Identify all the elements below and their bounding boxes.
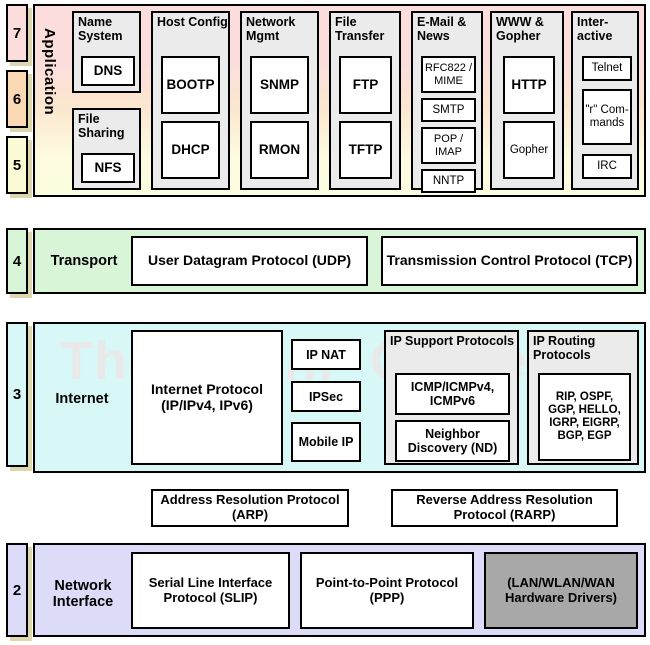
protocol-http-label: HTTP <box>511 77 547 93</box>
protocol-snmp[interactable]: SNMP <box>250 56 309 114</box>
layer-number-5-label: 5 <box>12 156 22 174</box>
protocol-r-commands[interactable]: "r" Com-mands <box>582 89 632 145</box>
app-group-interactive: Inter-active Telnet "r" Com-mands IRC <box>571 11 639 190</box>
layer-number-3-label: 3 <box>12 386 22 403</box>
layer-number-3: 3 <box>6 322 28 467</box>
protocol-pop-imap[interactable]: POP / IMAP <box>421 127 476 164</box>
layer-number-2: 2 <box>6 543 28 637</box>
app-group-file-transfer: File Transfer FTP TFTP <box>329 11 401 190</box>
app-group-host-config-title: Host Config <box>157 15 228 29</box>
app-group-email-news-title: E-Mail & News <box>417 15 467 43</box>
protocol-smtp[interactable]: SMTP <box>421 98 476 122</box>
protocol-dns[interactable]: DNS <box>81 56 135 86</box>
protocol-icmp[interactable]: ICMP/ICMPv4, ICMPv6 <box>395 373 510 415</box>
app-group-www-gopher-title: WWW & Gopher <box>496 15 544 43</box>
protocol-bootp-label: BOOTP <box>166 77 215 93</box>
transport-layer-name: Transport <box>50 253 118 269</box>
app-group-name-system: Name System DNS <box>72 11 141 93</box>
protocol-rfc822-mime-label: RFC822 / MIME <box>424 62 473 87</box>
protocol-bootp[interactable]: BOOTP <box>161 56 220 114</box>
network-interface-layer-name: Network Interface <box>52 578 114 611</box>
layer-number-7-label: 7 <box>12 24 22 42</box>
protocol-icmp-label: ICMP/ICMPv4, ICMPv6 <box>410 380 495 408</box>
protocol-ftp[interactable]: FTP <box>339 56 392 114</box>
layer-number-6-label: 6 <box>12 90 22 108</box>
protocol-nntp[interactable]: NNTP <box>421 169 476 193</box>
protocol-nfs[interactable]: NFS <box>81 153 135 183</box>
app-group-file-sharing-title: File Sharing <box>78 112 125 140</box>
protocol-ppp-label: Point-to-Point Protocol (PPP) <box>315 574 459 605</box>
internet-group-ip-routing: IP Routing Protocols RIP, OSPF, GGP, HEL… <box>527 330 639 465</box>
protocol-rarp[interactable]: Reverse Address Resolution Protocol (RAR… <box>391 489 618 527</box>
internet-group-ip-support: IP Support Protocols ICMP/ICMPv4, ICMPv6… <box>384 330 519 465</box>
layer-number-6: 6 <box>6 70 28 128</box>
protocol-internet-protocol[interactable]: Internet Protocol (IP/IPv4, IPv6) <box>131 330 283 465</box>
protocol-irc-label: IRC <box>597 160 617 173</box>
layer-number-7: 7 <box>6 4 28 62</box>
app-group-email-news: E-Mail & News RFC822 / MIME SMTP POP / I… <box>411 11 483 193</box>
protocol-ipsec[interactable]: IPSec <box>291 381 361 412</box>
protocol-arp-label: Address Resolution Protocol (ARP) <box>160 492 340 522</box>
protocol-rarp-label: Reverse Address Resolution Protocol (RAR… <box>416 492 593 522</box>
internet-group-ip-routing-title: IP Routing Protocols <box>533 334 596 362</box>
protocol-http[interactable]: HTTP <box>503 56 555 114</box>
protocol-dhcp-label: DHCP <box>171 142 210 158</box>
protocol-arp[interactable]: Address Resolution Protocol (ARP) <box>151 489 349 527</box>
app-group-www-gopher: WWW & Gopher HTTP Gopher <box>490 11 564 190</box>
app-group-file-sharing: File Sharing NFS <box>72 108 141 190</box>
protocol-hardware-drivers-label: (LAN/WLAN/WAN Hardware Drivers) <box>505 574 617 605</box>
protocol-tcp-label: Transmission Control Protocol (TCP) <box>386 252 633 269</box>
protocol-nfs-label: NFS <box>94 160 122 176</box>
protocol-neighbor-discovery[interactable]: Neighbor Discovery (ND) <box>395 420 510 462</box>
application-layer-name: Application <box>41 28 58 116</box>
app-group-name-system-title: Name System <box>78 15 123 43</box>
protocol-routing-list-label: RIP, OSPF, GGP, HELLO, IGRP, EIGRP, BGP,… <box>548 391 621 442</box>
layer-number-2-label: 2 <box>12 581 22 599</box>
protocol-telnet[interactable]: Telnet <box>582 56 632 81</box>
protocol-ppp[interactable]: Point-to-Point Protocol (PPP) <box>300 552 474 629</box>
protocol-telnet-label: Telnet <box>591 62 623 75</box>
protocol-snmp-label: SNMP <box>259 77 299 93</box>
protocol-ftp-label: FTP <box>352 77 379 93</box>
protocol-ip-nat-label: IP NAT <box>306 347 346 362</box>
protocol-pop-imap-label: POP / IMAP <box>433 133 464 158</box>
protocol-tftp-label: TFTP <box>348 142 383 158</box>
protocol-gopher-label: Gopher <box>509 143 549 156</box>
protocol-hardware-drivers[interactable]: (LAN/WLAN/WAN Hardware Drivers) <box>484 552 638 629</box>
protocol-mobile-ip[interactable]: Mobile IP <box>291 422 361 462</box>
protocol-internet-protocol-label: Internet Protocol (IP/IPv4, IPv6) <box>150 380 263 413</box>
layer-number-4: 4 <box>6 228 28 294</box>
protocol-neighbor-discovery-label: Neighbor Discovery (ND) <box>407 427 498 455</box>
protocol-mobile-ip-label: Mobile IP <box>298 435 354 449</box>
protocol-slip-label: Serial Line Interface Protocol (SLIP) <box>148 574 273 605</box>
protocol-rfc822-mime[interactable]: RFC822 / MIME <box>421 56 476 93</box>
layer-number-4-label: 4 <box>12 252 22 270</box>
app-group-network-mgmt-title: Network Mgmt <box>246 15 296 43</box>
protocol-udp[interactable]: User Datagram Protocol (UDP) <box>131 236 368 286</box>
app-group-host-config: Host Config BOOTP DHCP <box>151 11 230 190</box>
protocol-dhcp[interactable]: DHCP <box>161 121 220 179</box>
protocol-routing-list[interactable]: RIP, OSPF, GGP, HELLO, IGRP, EIGRP, BGP,… <box>538 373 631 461</box>
app-group-network-mgmt: Network Mgmt SNMP RMON <box>240 11 319 190</box>
app-group-interactive-title: Inter-active <box>577 15 613 43</box>
protocol-rmon-label: RMON <box>258 142 301 158</box>
protocol-tftp[interactable]: TFTP <box>339 121 392 179</box>
protocol-gopher[interactable]: Gopher <box>503 121 555 179</box>
protocol-smtp-label: SMTP <box>432 103 465 116</box>
app-group-file-transfer-title: File Transfer <box>335 15 385 43</box>
protocol-r-commands-label: "r" Com-mands <box>585 104 629 129</box>
protocol-rmon[interactable]: RMON <box>250 121 309 179</box>
internet-layer-name: Internet <box>55 391 109 407</box>
protocol-udp-label: User Datagram Protocol (UDP) <box>147 252 352 269</box>
internet-group-ip-support-title: IP Support Protocols <box>390 334 515 348</box>
protocol-irc[interactable]: IRC <box>582 154 632 179</box>
layer-number-5: 5 <box>6 136 28 194</box>
protocol-ipsec-label: IPSec <box>308 389 344 404</box>
protocol-nntp-label: NNTP <box>432 174 465 187</box>
protocol-slip[interactable]: Serial Line Interface Protocol (SLIP) <box>131 552 290 629</box>
protocol-tcp[interactable]: Transmission Control Protocol (TCP) <box>381 236 638 286</box>
protocol-ip-nat[interactable]: IP NAT <box>291 339 361 370</box>
protocol-dns-label: DNS <box>93 63 123 79</box>
